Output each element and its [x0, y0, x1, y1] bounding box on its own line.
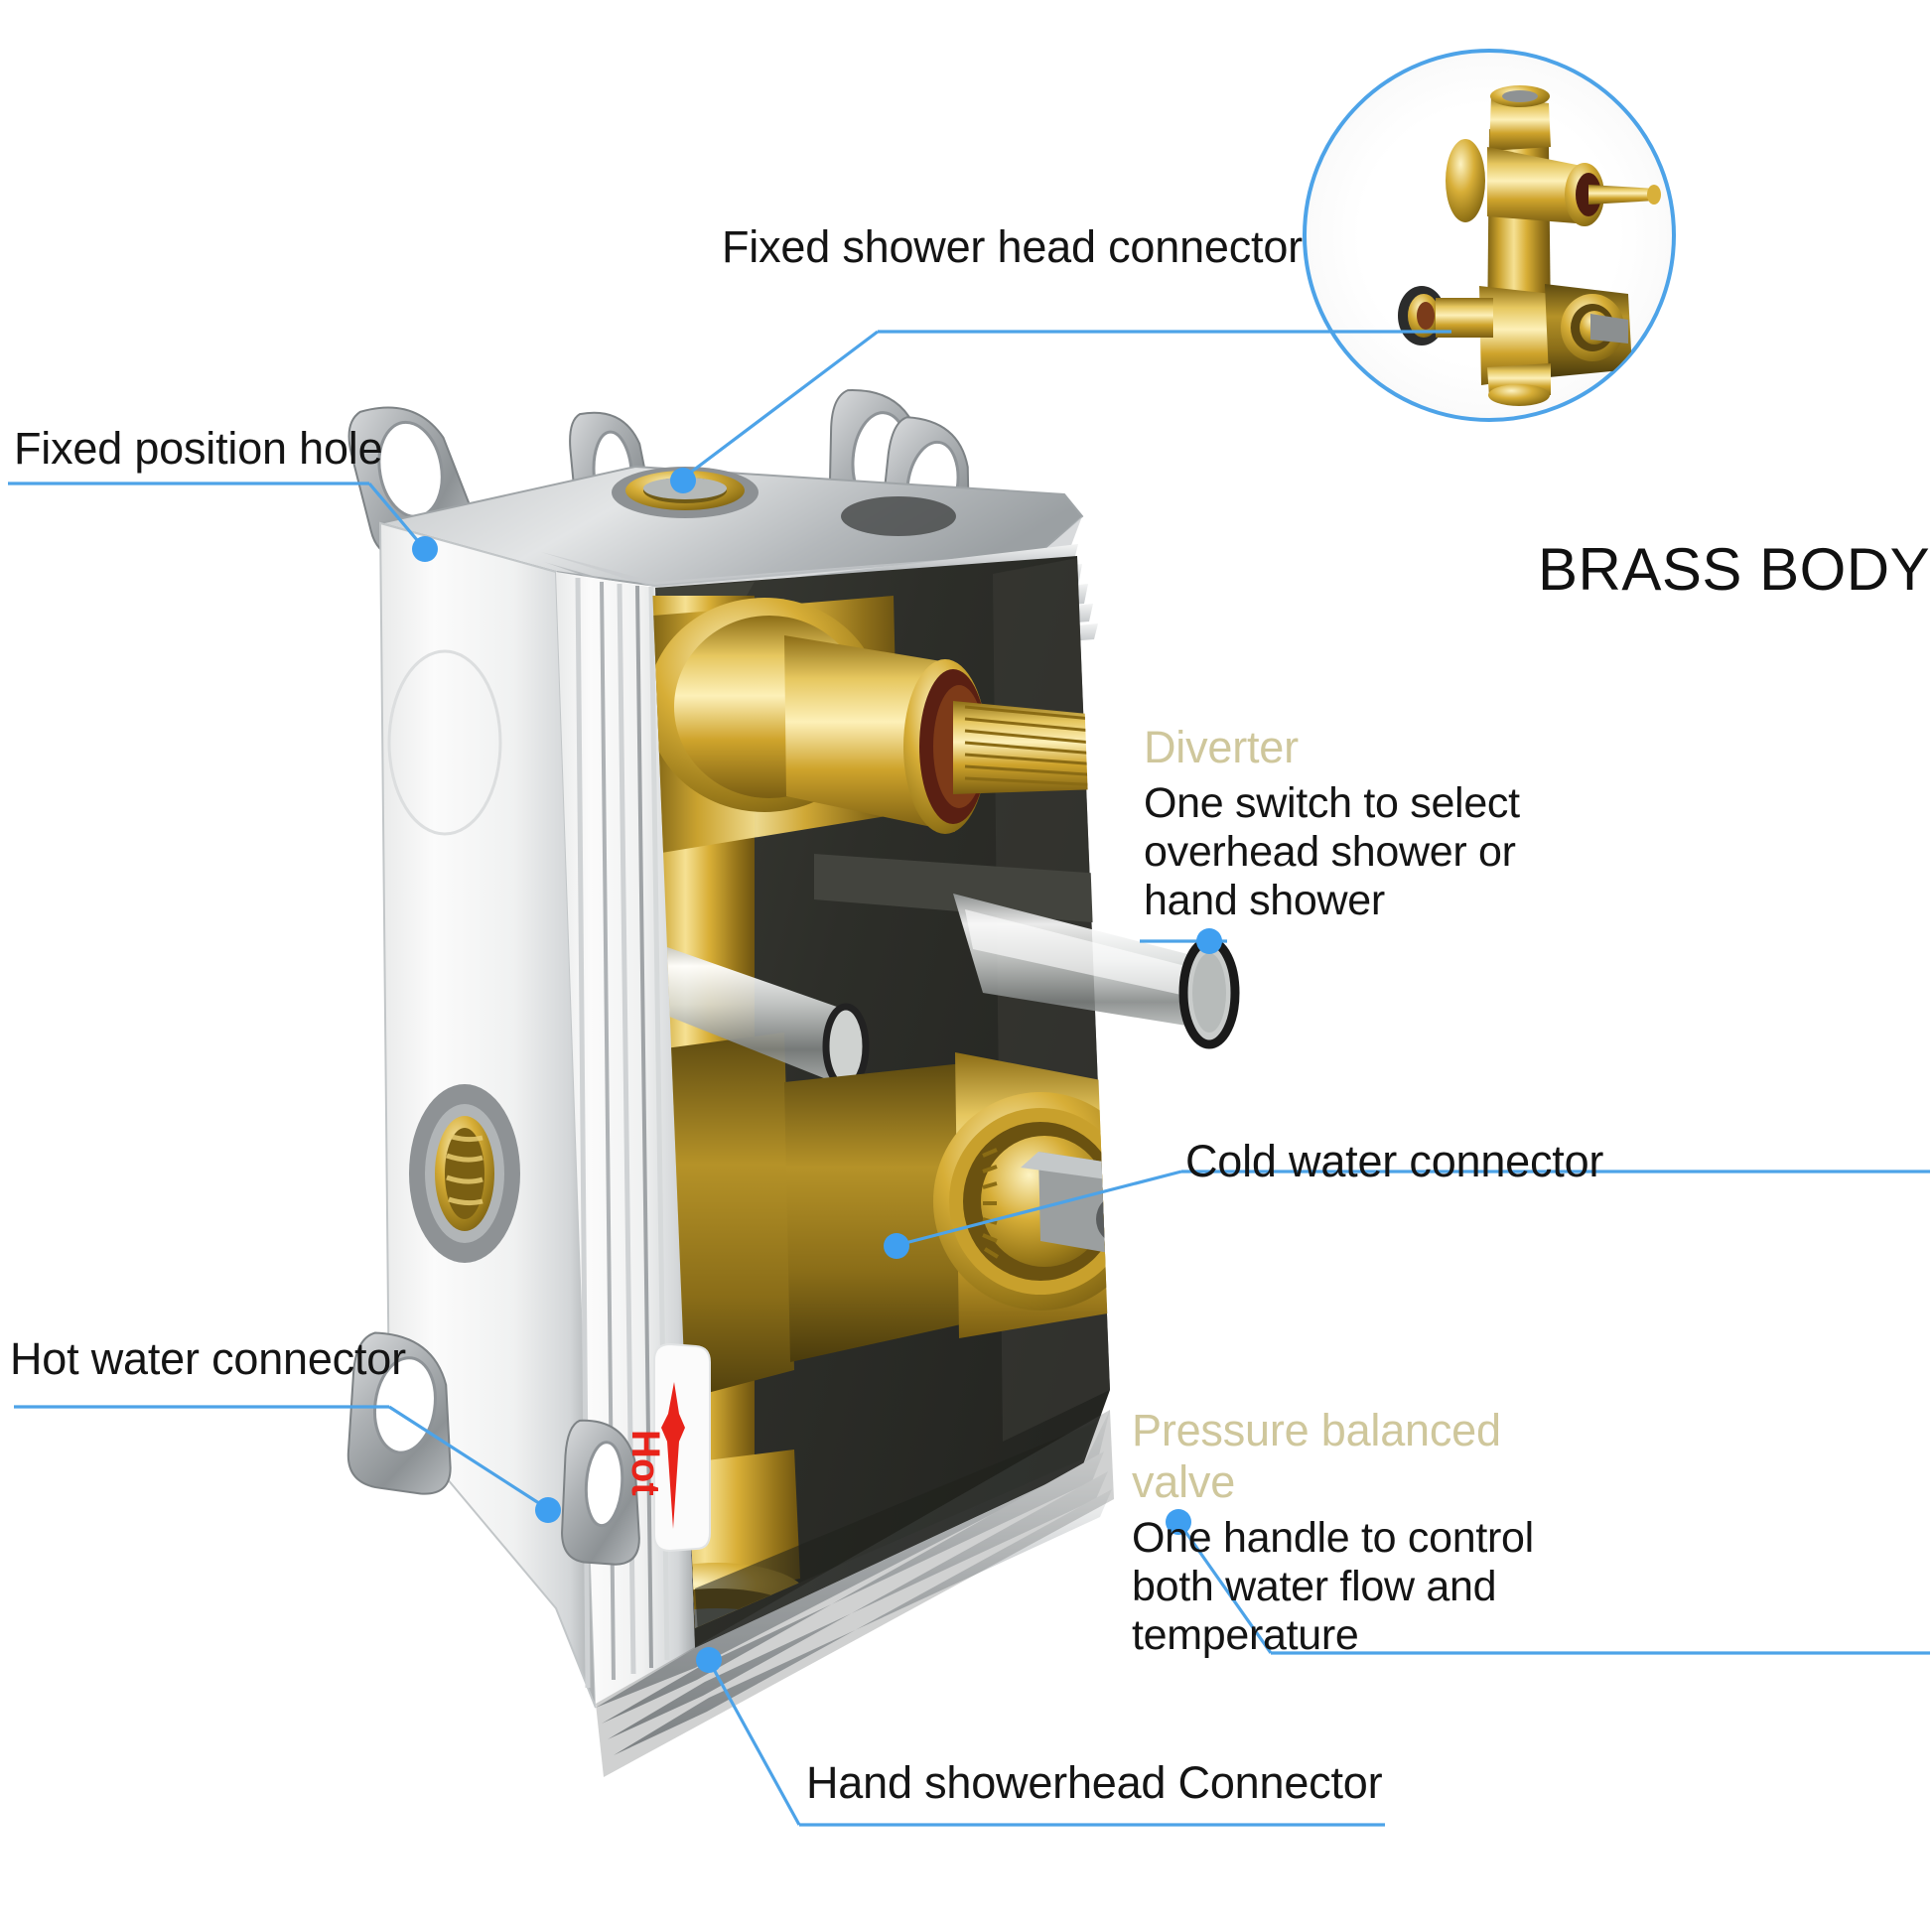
callout-block-diverter: Diverter One switch to select overhead s…: [1144, 722, 1561, 925]
callout-dot-pressure-balanced-valve: [1166, 1509, 1191, 1535]
brass-body-inset: [1303, 49, 1676, 422]
callout-block-pressure-balanced-valve: Pressure balanced valve One handle to co…: [1132, 1405, 1608, 1660]
callout-leader-cold-water-connector: [900, 1170, 1182, 1246]
callout-dot-fixed-position-hole: [412, 536, 438, 562]
callout-dot-diverter: [1196, 928, 1222, 954]
hot-water-port: [409, 1084, 520, 1263]
diverter-cartridge: [650, 596, 1110, 854]
callout-leader-hand-showerhead-connector: [709, 1663, 801, 1826]
pressure-balance-block: [784, 1052, 1110, 1362]
callout-label-fixed-shower-head-connector: Fixed shower head connector: [722, 221, 1303, 272]
callout-dot-fixed-shower-head-connector: [670, 468, 696, 493]
inner-chrome-tube: [650, 933, 870, 1090]
hot-sticker: [653, 1342, 711, 1553]
callout-dot-cold-water-connector: [884, 1233, 909, 1259]
callout-label-hand-showerhead-connector: Hand showerhead Connector: [806, 1757, 1383, 1808]
callout-body-diverter: One switch to select overhead shower or …: [1144, 779, 1520, 924]
callout-dot-hot-water-connector: [535, 1497, 561, 1523]
inset-title-brass-body: BRASS BODY: [1538, 536, 1931, 603]
callout-leader-hot-water-connector: [388, 1405, 546, 1509]
callout-label-fixed-position-hole: Fixed position hole: [14, 423, 383, 474]
callout-leader-fixed-shower-head-connector: [684, 330, 879, 479]
callout-leader-pressure-balanced-valve: [1179, 1525, 1273, 1654]
case-bottom-ribs: [596, 1410, 1114, 1777]
cold-water-pipe: [953, 894, 1240, 1049]
callout-label-cold-water-connector: Cold water connector: [1185, 1136, 1604, 1186]
diverter-splined-stem: [953, 701, 1110, 794]
callout-heading-pressure-balanced-valve: Pressure balanced valve: [1132, 1405, 1501, 1507]
callout-heading-diverter: Diverter: [1144, 722, 1299, 772]
callout-label-hot-water-connector: Hot water connector: [10, 1333, 406, 1384]
callout-dot-hand-showerhead-connector: [696, 1647, 722, 1673]
hot-sticker-text: Hot: [623, 1430, 667, 1496]
callout-body-pressure-balanced-valve: One handle to control both water flow an…: [1132, 1514, 1534, 1659]
callout-leader-fixed-position-hole: [367, 482, 425, 549]
